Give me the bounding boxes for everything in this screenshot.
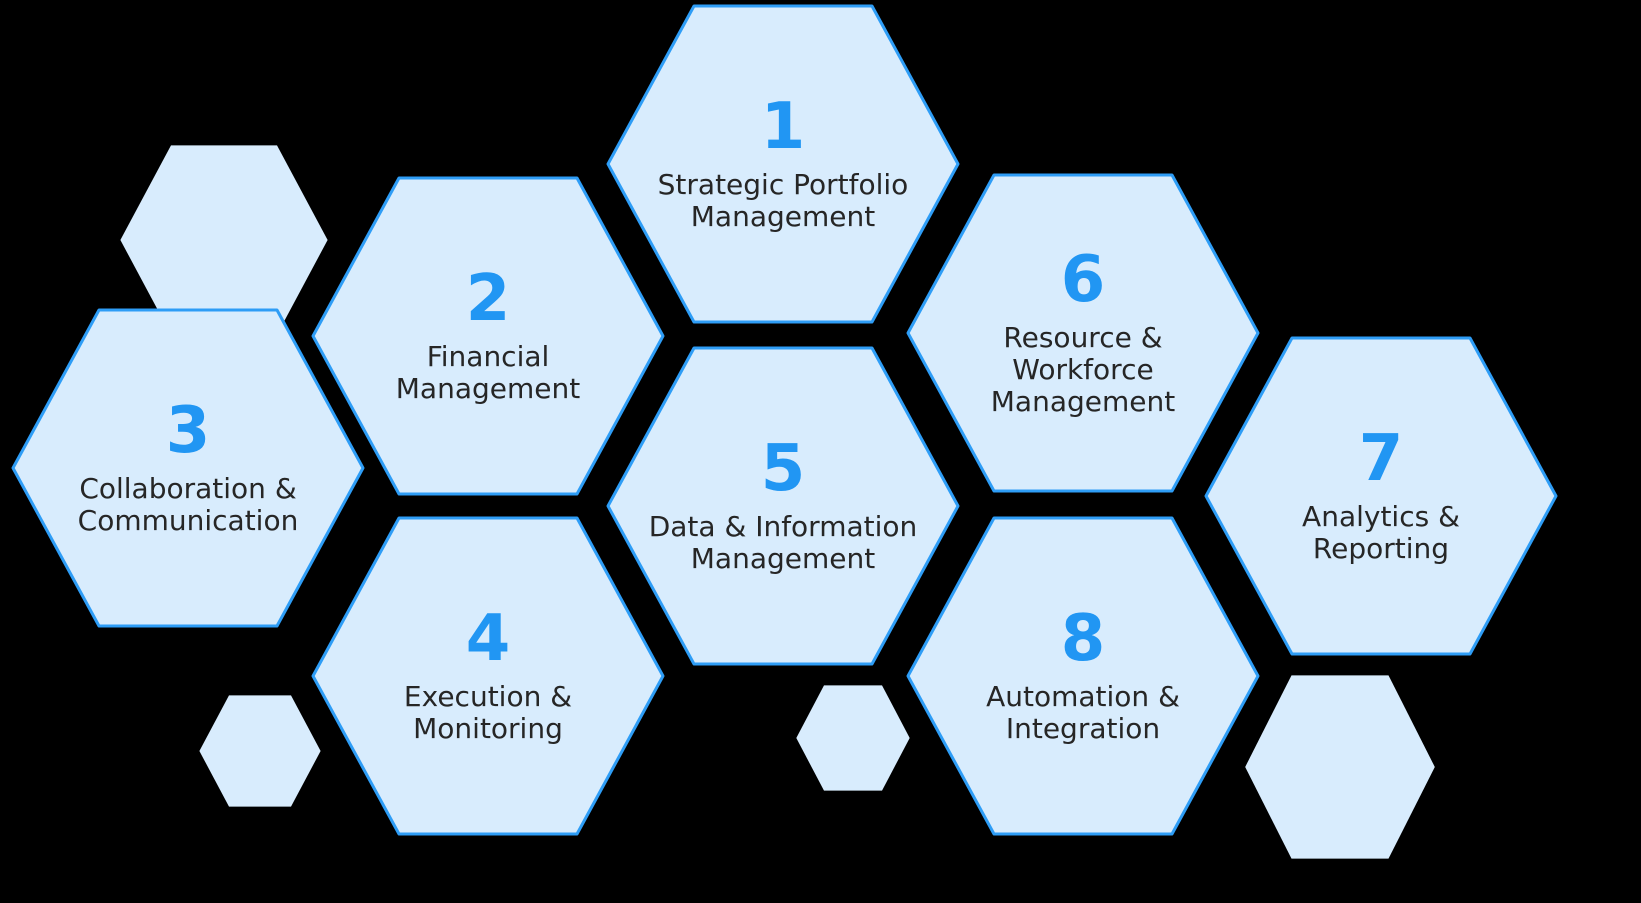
step-number: 5 (760, 431, 806, 506)
hexagon-shape (311, 516, 665, 836)
decorative-hexagon (795, 684, 911, 792)
hexagon-collaboration-communication: 3 Collaboration & Communication (10, 307, 366, 629)
step-label: Resource & Workforce Management (990, 320, 1176, 419)
step-number: 8 (1060, 601, 1106, 676)
hexagon-automation-integration: 8 Automation & Integration (905, 515, 1261, 837)
hexagon-shape (11, 308, 365, 628)
hexagon-resource-workforce-management: 6 Resource & Workforce Management (905, 172, 1261, 494)
step-number: 7 (1358, 421, 1404, 496)
step-number: 3 (165, 393, 211, 468)
hexagon-shape (796, 685, 910, 791)
step-label: Execution & Monitoring (403, 679, 573, 745)
decorative-hexagon (1243, 673, 1437, 861)
decorative-hexagon (198, 694, 322, 808)
hexagon-content: 4 Execution & Monitoring (310, 515, 666, 837)
hexagon-shape (199, 695, 321, 807)
hexagon-content: 3 Collaboration & Communication (10, 307, 366, 629)
hexagon-execution-monitoring: 4 Execution & Monitoring (310, 515, 666, 837)
hexagon-shape (311, 176, 665, 496)
step-label: Analytics & Reporting (1302, 499, 1460, 565)
step-label: Data & Information Management (648, 509, 918, 575)
hexagon-shape (606, 346, 960, 666)
decorative-hexagon (118, 143, 330, 337)
step-number: 6 (1060, 242, 1106, 317)
hexagon-content: 7 Analytics & Reporting (1203, 335, 1559, 657)
hexagon-strategic-portfolio-management: 1 Strategic Portfolio Management (605, 3, 961, 325)
hexagon-content: 6 Resource & Workforce Management (905, 172, 1261, 494)
step-number: 4 (465, 601, 511, 676)
hexagon-analytics-reporting: 7 Analytics & Reporting (1203, 335, 1559, 657)
hexagon-shape (1204, 336, 1558, 656)
hexagon-content: 2 Financial Management (310, 175, 666, 497)
step-number: 1 (760, 89, 806, 164)
step-label: Strategic Portfolio Management (657, 167, 909, 233)
hexagon-shape (606, 4, 960, 324)
hexagon-data-information-management: 5 Data & Information Management (605, 345, 961, 667)
hexagon-content: 8 Automation & Integration (905, 515, 1261, 837)
hexagon-shape (906, 173, 1260, 493)
hexagon-content: 1 Strategic Portfolio Management (605, 3, 961, 325)
step-label: Automation & Integration (986, 679, 1180, 745)
hexagon-shape (1245, 675, 1435, 859)
hexagon-shape (906, 516, 1260, 836)
hexagon-shape (120, 145, 328, 335)
step-label: Financial Management (395, 339, 581, 405)
step-number: 2 (465, 261, 511, 336)
step-label: Collaboration & Communication (77, 471, 299, 537)
hexagon-financial-management: 2 Financial Management (310, 175, 666, 497)
hexagon-content: 5 Data & Information Management (605, 345, 961, 667)
